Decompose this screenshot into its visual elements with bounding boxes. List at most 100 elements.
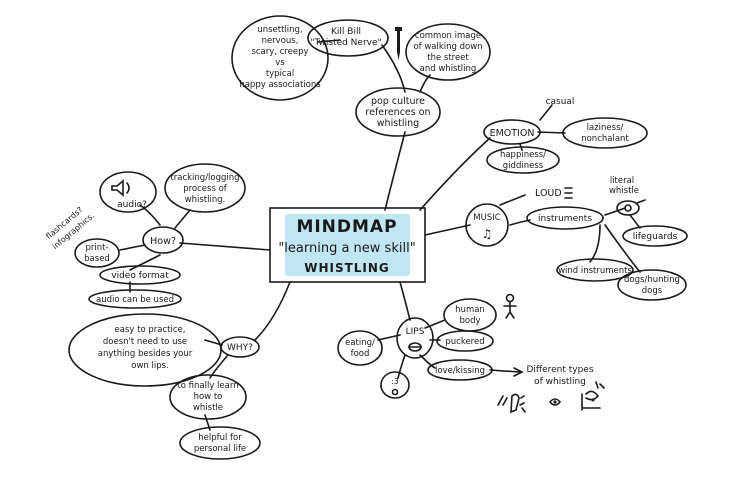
tracking-line-2: process of bbox=[183, 184, 228, 194]
human-line-1: human bbox=[455, 305, 485, 315]
connector-popculture-killbill bbox=[381, 44, 406, 93]
unsettling-bubble bbox=[231, 15, 329, 101]
human-line-2: body bbox=[459, 316, 480, 326]
print-line-2: based bbox=[84, 254, 110, 264]
tracking-line-1: tracking/logging bbox=[170, 173, 239, 183]
happiness-bubble bbox=[486, 146, 560, 174]
love-label: love/kissing bbox=[435, 366, 485, 376]
connector-lips-human bbox=[424, 319, 446, 329]
easy-line-1: easy to practice, bbox=[115, 325, 186, 335]
eating-line-2: food bbox=[351, 349, 370, 359]
music-bubble bbox=[465, 203, 509, 247]
connector-lips-kiss bbox=[397, 354, 406, 379]
connector-emotion-laziness bbox=[537, 131, 566, 134]
how-branch: How? audio? tracking/logging process of … bbox=[44, 163, 246, 309]
eating-line-1: eating/ bbox=[345, 338, 375, 348]
kiss-mouth-icon bbox=[391, 388, 399, 396]
connector-instruments-wind bbox=[589, 224, 601, 263]
literal-line-1: literal bbox=[610, 176, 634, 186]
learn-line-3: whistle bbox=[193, 403, 223, 413]
person-icon bbox=[503, 293, 517, 319]
connector-instruments-dogs bbox=[604, 224, 641, 273]
audio-bubble bbox=[99, 171, 157, 213]
connector-why-easy bbox=[204, 339, 223, 346]
connector-emotion-casual bbox=[539, 104, 553, 121]
dogs-line-2: dogs bbox=[642, 286, 663, 296]
center-highlight bbox=[285, 214, 410, 276]
connector-center-why bbox=[254, 281, 291, 341]
connector-music-instruments bbox=[509, 219, 531, 226]
instruments-label: instruments bbox=[538, 214, 592, 224]
why-label: WHY? bbox=[227, 343, 253, 353]
walking-line-2: of walking down bbox=[413, 42, 482, 52]
popculture-label-2: references on bbox=[365, 107, 430, 118]
tracking-line-3: whistling. bbox=[185, 195, 226, 205]
connector-center-emotion bbox=[419, 137, 491, 211]
loud-sound-icon bbox=[564, 187, 573, 199]
walking-line-1: common image bbox=[415, 31, 481, 41]
instruments-bubble bbox=[526, 206, 604, 230]
kiss-face-label: :3 bbox=[391, 377, 399, 386]
types-line-1: Different types bbox=[526, 365, 593, 375]
unsettling-line-3: scary, creepy bbox=[251, 47, 308, 57]
killbill-label-2: "Twisted Nerve" bbox=[310, 38, 381, 48]
whistle-icon bbox=[616, 199, 646, 216]
audio-label: audio? bbox=[117, 200, 147, 210]
connector-center-lips bbox=[399, 281, 411, 321]
killbill-label-1: Kill Bill bbox=[331, 27, 361, 37]
print-bubble bbox=[74, 238, 120, 268]
love-bubble bbox=[427, 359, 493, 381]
whistling-face-icon bbox=[581, 381, 605, 411]
easy-line-3: anything besides your bbox=[98, 349, 193, 359]
laziness-line-2: nonchalant bbox=[581, 134, 629, 144]
learn-line-2: how to bbox=[194, 392, 223, 402]
learn-bubble bbox=[169, 374, 247, 420]
lips-icon bbox=[408, 342, 422, 352]
popculture-branch: pop culture references on whistling Kill… bbox=[231, 15, 491, 137]
center-node: MINDMAP "learning a new skill" WHISTLING bbox=[269, 207, 426, 283]
walking-line-4: and whistling bbox=[420, 64, 477, 74]
dogs-line-1: dogs/hunting bbox=[624, 275, 680, 285]
emotion-bubble bbox=[483, 119, 541, 145]
helpful-line-1: helpful for bbox=[198, 433, 242, 443]
connector-center-popculture bbox=[384, 131, 406, 211]
types-line-2: of whistling bbox=[534, 377, 586, 387]
knife-icon bbox=[395, 27, 402, 60]
helpful-bubble bbox=[179, 426, 261, 460]
connector-whistle-lifeguards bbox=[629, 214, 641, 229]
connector-how-audio bbox=[139, 204, 161, 226]
connector-killbill-unsettling bbox=[317, 39, 341, 43]
emotion-label: EMOTION bbox=[490, 128, 535, 139]
easy-bubble bbox=[68, 313, 222, 387]
unsettling-line-1: unsettling, bbox=[257, 25, 302, 35]
lips-label: LIPS bbox=[406, 327, 425, 337]
learn-line-1: to finally learn bbox=[177, 381, 238, 391]
how-bubble bbox=[142, 226, 184, 254]
eating-bubble bbox=[337, 330, 383, 366]
center-subtitle: "learning a new skill" bbox=[278, 241, 415, 256]
lips-bubble bbox=[396, 317, 434, 359]
popculture-bubble bbox=[355, 87, 441, 137]
whistling-hands-icon bbox=[497, 393, 526, 414]
whistling-lips-icon bbox=[548, 398, 562, 406]
unsettling-line-2: nervous, bbox=[262, 36, 299, 46]
walking-bubble bbox=[405, 23, 491, 81]
literal-line-2: whistle bbox=[609, 186, 639, 196]
lifeguards-bubble bbox=[622, 225, 688, 247]
connector-popculture-walking bbox=[419, 74, 431, 93]
speaker-icon bbox=[111, 179, 130, 197]
music-branch: MUSIC ♫ LOUD instruments literal whistle… bbox=[465, 176, 688, 301]
laziness-line-1: laziness/ bbox=[587, 123, 624, 133]
print-line-1: print- bbox=[85, 243, 108, 253]
emotion-branch: EMOTION casual laziness/ nonchalant happ… bbox=[483, 97, 648, 174]
easy-line-4: own lips. bbox=[131, 361, 169, 371]
connector-how-print bbox=[119, 244, 146, 251]
connector-center-music bbox=[424, 224, 471, 236]
puckered-bubble bbox=[436, 330, 494, 352]
connector-how-video bbox=[129, 254, 161, 271]
tracking-bubble bbox=[164, 163, 246, 213]
center-box bbox=[269, 207, 426, 283]
unsettling-line-5: typical bbox=[266, 69, 294, 79]
walking-line-3: the street bbox=[427, 53, 469, 63]
lips-branch: LIPS eating/ food human body puckered lo… bbox=[337, 293, 605, 414]
